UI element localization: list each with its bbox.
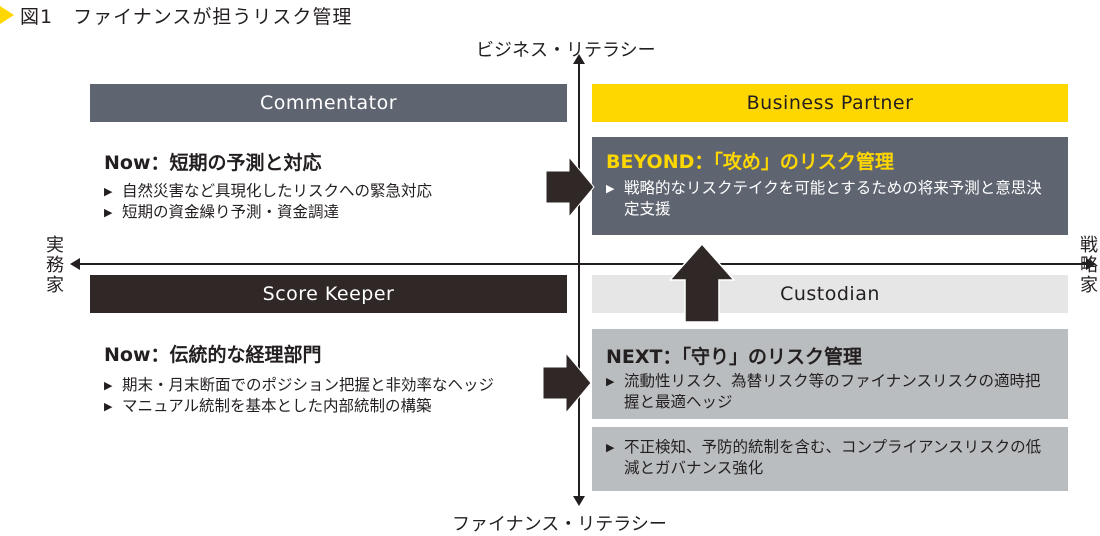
bullet-triangle-icon: ▶ <box>606 441 615 454</box>
score-keeper-bullet: ▶ 期末・月末断面でのポジション把握と非効率なヘッジ <box>104 376 495 394</box>
commentator-bullet: ▶ 自然災害など具現化したリスクへの緊急対応 <box>104 182 433 200</box>
axis-arrow-down-icon <box>573 496 585 506</box>
header-commentator: Commentator <box>90 84 567 122</box>
axis-label-left: 実務家 <box>46 235 64 296</box>
axis-label-bottom: ファイナンス・リテラシー <box>452 514 667 535</box>
bullet-triangle-icon: ▶ <box>104 400 113 413</box>
next-title: NEXT：「守り」のリスク管理 <box>606 346 862 368</box>
title-marker-icon <box>0 6 14 24</box>
figure-title: 図1 ファイナンスが担うリスク管理 <box>0 0 352 30</box>
axis-label-top: ビジネス・リテラシー <box>476 40 656 61</box>
score-keeper-title: Now：伝統的な経理部門 <box>104 344 322 366</box>
score-keeper-block: Now：伝統的な経理部門 ▶ 期末・月末断面でのポジション把握と非効率なヘッジ … <box>104 340 544 417</box>
vertical-axis <box>578 60 580 498</box>
commentator-block: Now：短期の予測と対応 ▶ 自然災害など具現化したリスクへの緊急対応 ▶ 短期… <box>104 148 564 223</box>
arrow-right-commentator-icon <box>545 156 595 218</box>
compliance-bullet: ▶ 不正検知、予防的統制を含む、コンプライアンスリスクの低減とガバナンス強化 <box>606 438 1042 477</box>
next-bullet: ▶ 流動性リスク、為替リスク等のファイナンスリスクの適時把握と最適ヘッジ <box>606 372 1041 411</box>
compliance-box: ▶ 不正検知、予防的統制を含む、コンプライアンスリスクの低減とガバナンス強化 <box>592 427 1068 491</box>
axis-label-right: 戦略家 <box>1080 235 1098 296</box>
beyond-title: BEYOND：「攻め」のリスク管理 <box>606 151 894 173</box>
axis-arrow-up-icon <box>573 54 585 64</box>
header-score-keeper: Score Keeper <box>90 275 567 313</box>
commentator-bullet: ▶ 短期の資金繰り予測・資金調達 <box>104 203 340 221</box>
score-keeper-bullet: ▶ マニュアル統制を基本とした内部統制の構築 <box>104 397 432 415</box>
beyond-bullet: ▶ 戦略的なリスクテイクを可能とするための将来予測と意思決定支援 <box>606 179 1042 218</box>
bullet-triangle-icon: ▶ <box>104 379 113 392</box>
arrow-up-custodian-icon <box>669 243 735 323</box>
axis-arrow-right-icon <box>1086 258 1096 270</box>
bullet-triangle-icon: ▶ <box>104 185 113 198</box>
bullet-triangle-icon: ▶ <box>606 375 615 388</box>
header-custodian: Custodian <box>592 275 1068 313</box>
arrow-right-score-keeper-icon <box>542 352 592 414</box>
bullet-triangle-icon: ▶ <box>606 182 615 195</box>
figure-title-text: 図1 ファイナンスが担うリスク管理 <box>20 5 353 28</box>
next-box: NEXT：「守り」のリスク管理 ▶ 流動性リスク、為替リスク等のファイナンスリス… <box>592 329 1068 419</box>
beyond-box: BEYOND：「攻め」のリスク管理 ▶ 戦略的なリスクテイクを可能とするための将… <box>592 137 1068 235</box>
bullet-triangle-icon: ▶ <box>104 206 113 219</box>
header-business-partner: Business Partner <box>592 84 1068 122</box>
commentator-title: Now：短期の予測と対応 <box>104 152 322 174</box>
horizontal-axis <box>78 263 1088 265</box>
axis-arrow-left-icon <box>70 258 80 270</box>
